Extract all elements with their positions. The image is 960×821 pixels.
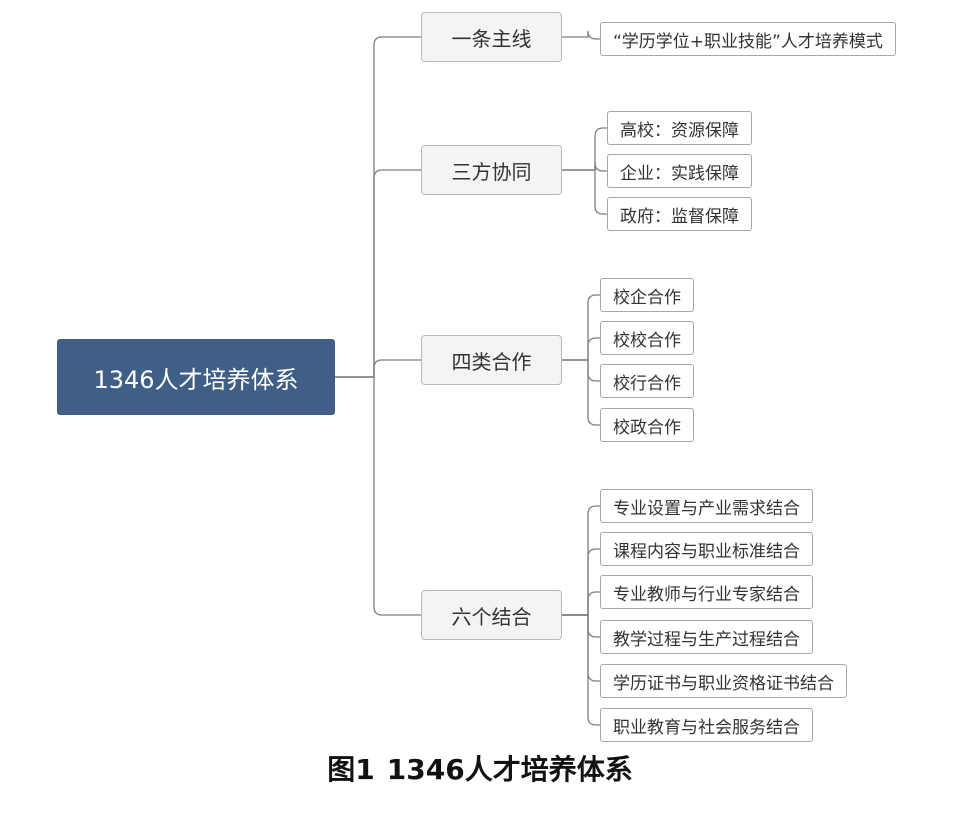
leaf-node: 职业教育与社会服务结合: [600, 708, 813, 742]
connector-branch-leaf: [562, 614, 600, 682]
connector-root-branch: [335, 359, 421, 378]
branch-node-1: 一条主线: [421, 12, 562, 62]
leaf-node: 校行合作: [600, 364, 694, 398]
leaf-node: 企业：实践保障: [607, 154, 752, 188]
leaf-node: 专业设置与产业需求结合: [600, 489, 813, 523]
connector-branch-leaf: [562, 614, 600, 726]
connector-branch-leaf: [562, 30, 600, 40]
leaf-node: 校校合作: [600, 321, 694, 355]
figure-caption: 图1 1346人才培养体系: [0, 748, 960, 788]
connector-branch-leaf: [562, 294, 600, 361]
connector-branch-leaf: [562, 169, 607, 215]
connector-root-branch: [335, 36, 421, 378]
connector-branch-leaf: [562, 127, 607, 171]
connector-branch-leaf: [562, 591, 600, 616]
connector-root-branch: [335, 169, 421, 378]
branch-node-3: 四类合作: [421, 335, 562, 385]
connector-branch-leaf: [562, 337, 600, 361]
figure-title: 1346人才培养体系: [386, 753, 633, 786]
connector-branch-leaf: [562, 548, 600, 616]
leaf-node: “学历学位+职业技能”人才培养模式: [600, 22, 896, 56]
connector-branch-leaf: [562, 162, 607, 172]
leaf-node: 教学过程与生产过程结合: [600, 620, 813, 654]
branch-node-4: 六个结合: [421, 590, 562, 640]
leaf-node: 专业教师与行业专家结合: [600, 575, 813, 609]
leaf-node: 学历证书与职业资格证书结合: [600, 664, 847, 698]
connector-branch-leaf: [562, 359, 600, 426]
leaf-node: 高校：资源保障: [607, 111, 752, 145]
connector-branch-leaf: [562, 505, 600, 616]
leaf-node: 政府：监督保障: [607, 197, 752, 231]
connector-root-branch: [335, 376, 421, 616]
leaf-node: 校企合作: [600, 278, 694, 312]
connector-branch-leaf: [562, 359, 600, 382]
branch-node-2: 三方协同: [421, 145, 562, 195]
root-node: 1346人才培养体系: [57, 339, 335, 415]
leaf-node: 校政合作: [600, 408, 694, 442]
connector-branch-leaf: [562, 614, 600, 638]
leaf-node: 课程内容与职业标准结合: [600, 532, 813, 566]
figure-number: 图1: [327, 753, 375, 786]
